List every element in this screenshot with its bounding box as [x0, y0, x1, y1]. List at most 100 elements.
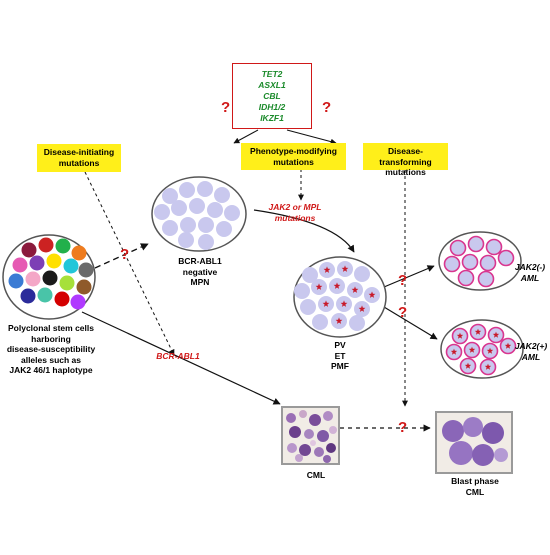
mutation-star-icon: [315, 283, 323, 290]
aml-cell: [461, 253, 479, 271]
arrow-stem-to-cml: [81, 311, 281, 405]
mpn-cell: [224, 205, 240, 221]
mpn-cell: [198, 234, 214, 250]
jak2-pos-line2: AML: [521, 351, 541, 362]
polyclonal-stem-cells-label: Polyclonal stem cells harboring disease-…: [0, 323, 102, 376]
cml-cell: [286, 413, 296, 423]
blast-cell: [463, 417, 483, 437]
jak2-neg-line1: JAK2(-): [514, 262, 546, 272]
mpn-cell: [294, 283, 310, 299]
cml-cell: [329, 426, 337, 434]
mutation-star-icon: [474, 328, 482, 335]
mpn-cell: [189, 198, 205, 214]
stem-cell: [42, 270, 58, 286]
cml-cell: [295, 454, 303, 462]
stem-cell: [78, 262, 94, 278]
disease-transforming-label: Disease-transforming mutations: [363, 143, 448, 177]
negative-mpn-label-line3: MPN: [190, 277, 210, 287]
question-mark-to-jak2neg: ?: [398, 272, 408, 289]
stem-cell: [71, 245, 87, 261]
mpn-cell: [162, 220, 178, 236]
disease-initiating-label: Disease-initiating mutations: [37, 144, 121, 172]
pv-et-pmf-label: PV ET PMF: [320, 340, 360, 372]
arrow-genes-to-transforming: [286, 129, 337, 145]
polyclonal-line5-rest: 46/1 haplotype: [31, 365, 93, 375]
arrow-mpn-to-jak2pos: [383, 306, 438, 340]
mpn-cell: [302, 267, 318, 283]
blast-cell: [449, 441, 473, 465]
mutation-star-icon: [341, 265, 349, 272]
gene-tet2: TET2: [261, 68, 283, 79]
stem-cell: [55, 238, 71, 254]
polyclonal-line2: harboring: [31, 333, 71, 344]
mpn-cell: [154, 204, 170, 220]
mpn-cell: [180, 217, 196, 233]
question-mark-to-blast: ?: [398, 419, 408, 436]
blast-line2: CML: [465, 486, 485, 497]
mpn-cell: [349, 315, 365, 331]
stem-cell: [29, 255, 45, 271]
stem-cell: [38, 237, 54, 253]
stem-cell: [59, 275, 75, 291]
cml-cell: [314, 447, 324, 457]
stem-cell: [21, 242, 37, 258]
aml-cell: [443, 255, 461, 273]
stem-cell: [76, 279, 92, 295]
cml-cell: [299, 410, 307, 418]
arrow-mpn-to-jak2neg: [383, 265, 435, 288]
mutation-star-icon: [358, 305, 366, 312]
mpn-cell: [178, 232, 194, 248]
aml-cell: [457, 269, 475, 287]
jak2-pos-aml-cells: [445, 323, 517, 376]
pmf-label: PMF: [331, 361, 349, 371]
jak2-pos-line1: JAK2(+): [514, 341, 548, 351]
stem-cell: [8, 273, 24, 289]
mutation-star-icon: [492, 331, 500, 338]
mpn-cell: [312, 314, 328, 330]
aml-cell: [477, 270, 495, 288]
question-mark-to-jak2pos: ?: [398, 304, 408, 321]
polyclonal-line5-gene: JAK2: [9, 365, 32, 375]
blast-cell: [472, 444, 494, 466]
mpn-cell: [216, 221, 232, 237]
question-mark-initiating: ?: [120, 246, 130, 263]
blast-line1: Blast phase: [451, 476, 499, 486]
mutation-star-icon: [323, 266, 331, 273]
mutation-star-icon: [468, 346, 476, 353]
stem-cell: [46, 253, 62, 269]
blast-cell: [494, 448, 508, 462]
jak2-mpl-mutations-label: JAK2 or MPL mutations: [268, 202, 322, 223]
stem-cell: [54, 291, 70, 307]
mpn-cell: [162, 188, 178, 204]
stem-cell: [25, 271, 41, 287]
cml-cell: [304, 429, 314, 439]
mpn-cell: [198, 217, 214, 233]
blast-cell: [442, 420, 464, 442]
aml-cell: [449, 239, 467, 257]
jak2-neg-aml-label: JAK2(-) AML: [510, 262, 550, 283]
mutation-star-icon: [340, 300, 348, 307]
arrow-genes-to-phenotype: [233, 129, 259, 144]
cml-micrograph-art: [286, 410, 337, 463]
mpn-cells: [294, 261, 380, 331]
mutation-star-icon: [450, 348, 458, 355]
cml-cell: [299, 444, 311, 456]
mutation-star-icon: [484, 363, 492, 370]
mpn-cell: [207, 202, 223, 218]
stem-cells-group: [8, 237, 94, 310]
arrow-initiating-dashed: [84, 171, 175, 356]
mutation-star-icon: [335, 317, 343, 324]
question-mark-genes-left: ?: [221, 99, 231, 116]
mutation-star-icon: [322, 300, 330, 307]
aml-cell: [467, 235, 485, 253]
cml-label: CML: [306, 470, 326, 480]
polyclonal-line3: disease-susceptibility: [6, 344, 96, 354]
stem-cell: [37, 287, 53, 303]
cml-micrograph: [281, 406, 340, 465]
stem-cell: [20, 288, 36, 304]
negative-mpn-cells: [154, 181, 240, 250]
gene-idh12: IDH1/2: [258, 101, 286, 112]
blast-micrograph-art: [442, 417, 508, 466]
cml-cell: [287, 443, 297, 453]
